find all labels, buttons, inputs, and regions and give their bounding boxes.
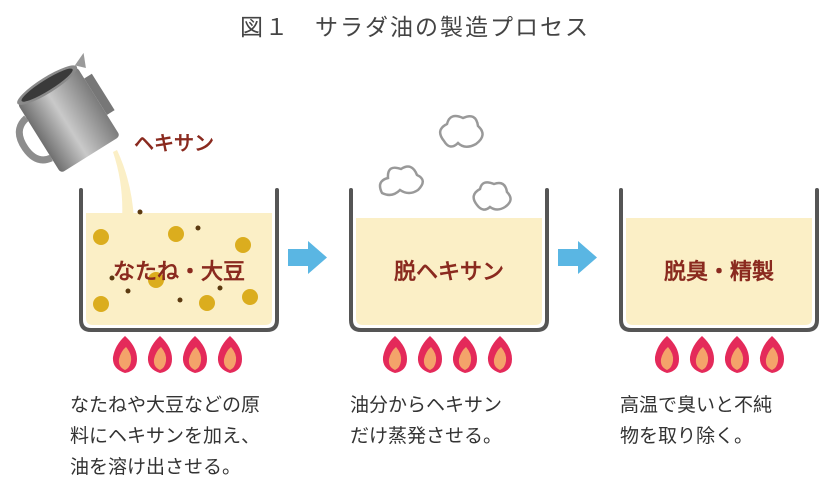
step-2-desc-line: だけ蒸発させる。 <box>350 425 503 447</box>
seeds <box>93 209 258 312</box>
step-1-description: なたねや大豆などの原 料にヘキサンを加え、 油を溶け出させる。 <box>70 390 260 483</box>
step-2-desc-line: 油分からヘキサン <box>350 394 503 416</box>
flames-pot-1 <box>112 336 242 373</box>
step-1-desc-line: なたねや大豆などの原 <box>70 394 261 416</box>
page-title: 図１ サラダ油の製造プロセス <box>240 15 590 41</box>
step-2-label: 脱ヘキサン <box>393 260 504 285</box>
flames-pot-2 <box>382 336 512 373</box>
steam-icon <box>378 114 512 211</box>
pot-1 <box>79 188 279 332</box>
step-1-desc-line: 料にヘキサンを加え、 <box>70 425 261 447</box>
flames-pot-3 <box>654 336 784 373</box>
step-3-desc-line: 物を取り除く。 <box>620 425 754 447</box>
step-1-label: なたね・大豆 <box>112 260 245 285</box>
step-3-label: 脱臭・精製 <box>663 260 774 285</box>
step-3-description: 高温で臭いと不純 物を取り除く。 <box>620 390 772 452</box>
hexane-stream <box>113 150 134 220</box>
step-2-description: 油分からヘキサン だけ蒸発させる。 <box>350 390 502 452</box>
step-1-desc-line: 油を溶け出させる。 <box>70 456 242 478</box>
arrow-right-icon <box>288 241 327 274</box>
pitcher-icon <box>15 52 119 172</box>
hexane-label: ヘキサン <box>134 131 214 155</box>
pot-2 <box>349 188 549 332</box>
step-3-desc-line: 高温で臭いと不純 <box>620 394 773 416</box>
pot-3 <box>619 188 819 332</box>
arrow-right-icon <box>558 241 597 274</box>
